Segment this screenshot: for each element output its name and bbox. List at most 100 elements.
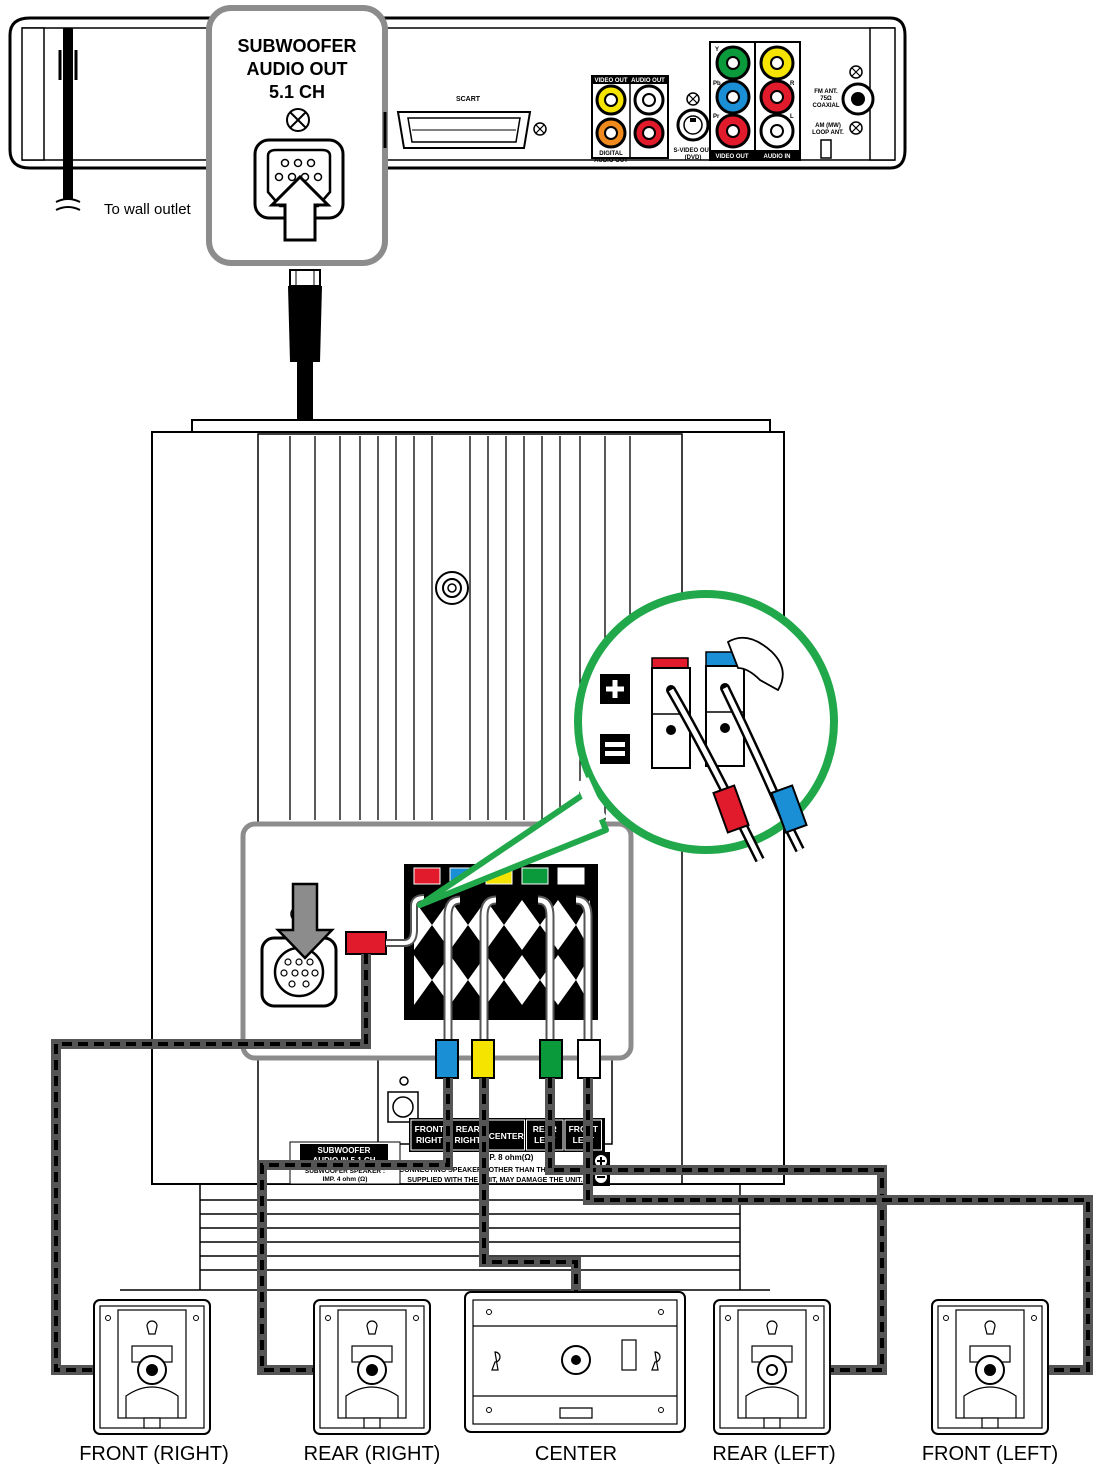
screw-icon xyxy=(286,108,310,132)
front-left-speaker xyxy=(931,1299,1049,1435)
speaker-cables xyxy=(51,954,1093,1375)
video-out-label: VIDEO OUT xyxy=(594,78,627,84)
audio-out-l-jack xyxy=(633,84,665,116)
bottom-video-out-label: VIDEO OUT xyxy=(715,154,748,160)
yellow-sleeve xyxy=(471,1039,495,1079)
terminal-wires xyxy=(443,895,593,1040)
screw-hole xyxy=(943,1315,949,1321)
am-loop-terminal xyxy=(820,139,832,159)
audio-in-r-jack xyxy=(759,79,795,115)
screw-hole xyxy=(193,1315,199,1321)
speaker-stand-outline xyxy=(345,1386,399,1418)
audio-out-r-jack xyxy=(633,117,665,149)
scart-label: SCART xyxy=(456,96,481,103)
am-label-2: LOOP ANT. xyxy=(812,130,844,136)
speaker-jack-center xyxy=(766,1364,778,1376)
fm-label-3: COAXIAL xyxy=(813,103,840,109)
warning-label-1: CONNECTING SPEAKERS OTHER THAN THE SPEAK… xyxy=(399,1167,591,1174)
subwoofer-out-callout: SUBWOOFER AUDIO OUT 5.1 CH xyxy=(206,5,388,266)
sub-in-label-1: SUBWOOFER xyxy=(318,1146,371,1155)
keyhole-icon xyxy=(766,1320,778,1335)
center-speaker xyxy=(464,1291,686,1433)
fm-label-2: 75Ω xyxy=(820,96,832,102)
callout-title-1: SUBWOOFER xyxy=(238,36,357,56)
component-pb-jack xyxy=(715,79,751,115)
component-pb-label: Pb xyxy=(713,81,721,87)
am-label-1: AM (MW) xyxy=(815,123,841,129)
scart-connector: SCART xyxy=(383,96,547,149)
terminal-label-text: REAR xyxy=(533,1124,557,1134)
audio-out-label: AUDIO OUT xyxy=(631,78,665,84)
sub-connection-panel xyxy=(240,821,634,1079)
label-rear-left: REAR (LEFT) xyxy=(712,1443,835,1465)
terminal-label-text: REAR xyxy=(456,1124,480,1134)
fm-label-1: FM ANT. xyxy=(814,89,838,95)
speaker-stand-outline xyxy=(963,1386,1017,1418)
white-sleeve xyxy=(577,1039,601,1079)
fm-coaxial-jack xyxy=(841,82,875,116)
front-right-speaker xyxy=(93,1299,211,1435)
speaker-terminal-block xyxy=(404,864,598,1020)
terminal-label-text: RIGHT xyxy=(416,1135,443,1145)
wall-outlet-label: To wall outlet xyxy=(104,201,192,218)
component-pr-jack xyxy=(715,113,751,149)
video-in-jack xyxy=(759,45,795,81)
callout-title-2: AUDIO OUT xyxy=(247,59,348,79)
red-plug xyxy=(345,931,387,955)
sub-speaker-label-1: SUBWOOFER SPEAKER : xyxy=(305,1168,385,1175)
component-y-jack xyxy=(715,45,751,81)
screw-icon xyxy=(849,121,863,135)
audio-in-l-label: L xyxy=(790,114,794,120)
keyhole-icon xyxy=(366,1320,378,1335)
digital-label-1: DIGITAL xyxy=(599,151,623,157)
terminal-label-text: FRONT xyxy=(415,1124,445,1134)
warning-label-2: SUPPLIED WITH THE UNIT, MAY DAMAGE THE U… xyxy=(407,1177,582,1184)
screw-icon xyxy=(533,122,547,136)
digital-label-2: AUDIO OUT xyxy=(594,158,628,164)
component-pr-label: Pr xyxy=(713,114,720,120)
keyhole-icon xyxy=(146,1320,158,1335)
svideo-label-1: S-VIDEO OUT xyxy=(673,148,712,154)
bottom-audio-in-label: AUDIO IN xyxy=(764,154,791,160)
terminal-label-text: CENTER xyxy=(489,1131,524,1141)
svideo-connector: S-VIDEO OUT (DVD) xyxy=(673,92,713,161)
speaker-foot xyxy=(763,1417,781,1429)
label-center: CENTER xyxy=(535,1443,617,1465)
plus-icon xyxy=(600,674,630,704)
label-rear-right: REAR (RIGHT) xyxy=(304,1443,441,1465)
impedance-label: IMP. 8 ohm(Ω) xyxy=(481,1153,534,1162)
component-y-label: Y xyxy=(715,47,719,53)
speaker-jack-center xyxy=(366,1364,378,1376)
speaker-stand-outline xyxy=(745,1386,799,1418)
minus-icon xyxy=(600,734,630,764)
terminal-label-cell xyxy=(526,1119,564,1151)
screw-icon xyxy=(849,65,863,79)
screw-hole xyxy=(413,1315,419,1321)
av-out-panel: VIDEO OUT AUDIO OUT DIGITAL AUDIO OUT xyxy=(591,75,669,164)
digital-out-jack xyxy=(595,117,627,149)
speaker-foot xyxy=(981,1417,999,1429)
terminal-zoom-callout xyxy=(417,590,838,908)
terminal-label-text: RIGHT xyxy=(455,1135,482,1145)
screw-hole xyxy=(325,1315,331,1321)
label-front-right: FRONT (RIGHT) xyxy=(79,1443,229,1465)
callout-title-3: 5.1 CH xyxy=(269,82,325,102)
svideo-label-2: (DVD) xyxy=(685,155,702,161)
audio-in-l-jack xyxy=(759,113,795,149)
screw-hole xyxy=(1031,1315,1037,1321)
speaker-stand-outline xyxy=(125,1386,179,1418)
screw-hole xyxy=(105,1315,111,1321)
sub-speaker-label-2: IMP. 4 ohm (Ω) xyxy=(323,1176,368,1183)
arrow-down-icon xyxy=(275,882,335,960)
rear-left-speaker xyxy=(713,1299,831,1435)
screw-hole xyxy=(813,1315,819,1321)
blue-sleeve xyxy=(435,1039,459,1079)
speaker-foot xyxy=(143,1417,161,1429)
arrow-up-icon xyxy=(268,174,332,242)
speaker-jack-center xyxy=(146,1364,158,1376)
audio-in-r-label: R xyxy=(790,81,795,87)
terminal-label-cell xyxy=(410,1119,448,1151)
label-front-left: FRONT (LEFT) xyxy=(922,1443,1058,1465)
video-out-jack xyxy=(595,84,627,116)
